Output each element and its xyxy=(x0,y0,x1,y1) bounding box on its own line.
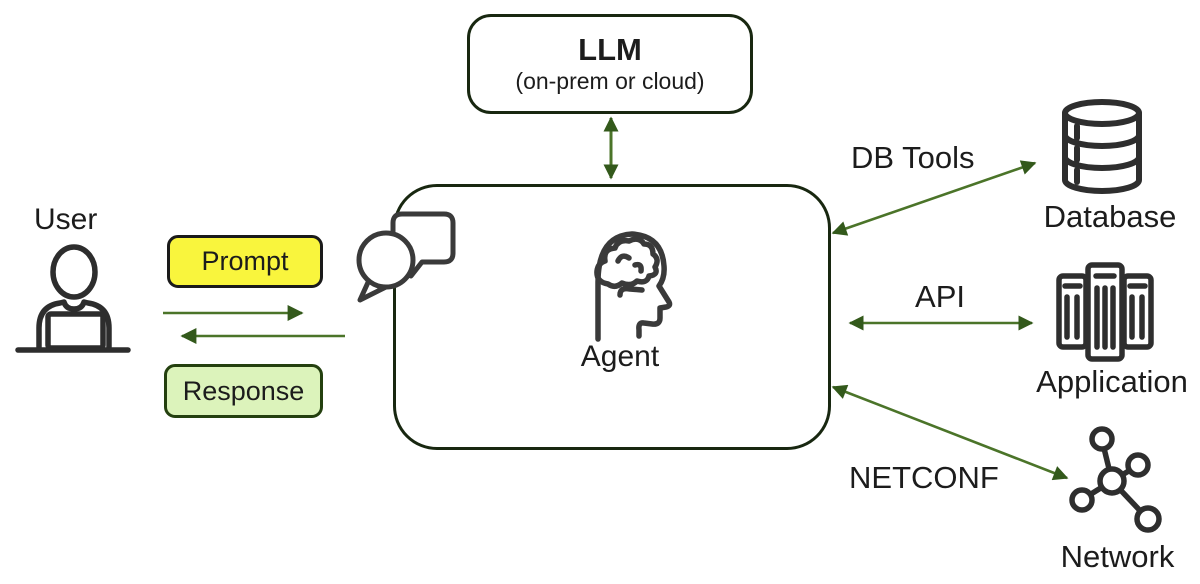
head-brain-icon xyxy=(594,231,673,342)
server-rack-icon xyxy=(1056,262,1154,362)
network-nodes-icon xyxy=(1069,426,1162,533)
api-label: API xyxy=(915,279,965,314)
llm-agent-arrow xyxy=(603,116,619,180)
llm-subtitle: (on-prem or cloud) xyxy=(515,68,705,95)
prompt-box: Prompt xyxy=(167,235,323,288)
database-label: Database xyxy=(1043,199,1177,234)
response-label: Response xyxy=(182,375,305,406)
prompt-response-arrows xyxy=(163,305,345,344)
user-label: User xyxy=(34,203,98,236)
database-cylinder-icon xyxy=(1062,99,1142,194)
agent-box xyxy=(393,184,831,450)
response-box: Response xyxy=(164,364,323,418)
chat-bubbles-icon xyxy=(356,211,456,303)
agent-label: Agent xyxy=(580,340,660,373)
api-arrow xyxy=(848,315,1034,331)
db-tools-arrow xyxy=(831,160,1037,236)
person-at-laptop-icon xyxy=(15,244,131,353)
llm-title: LLM xyxy=(578,32,642,68)
netconf-arrow xyxy=(831,384,1069,481)
llm-box: LLM (on-prem or cloud) xyxy=(467,14,753,114)
prompt-label: Prompt xyxy=(201,246,289,276)
network-label: Network xyxy=(1060,539,1175,574)
